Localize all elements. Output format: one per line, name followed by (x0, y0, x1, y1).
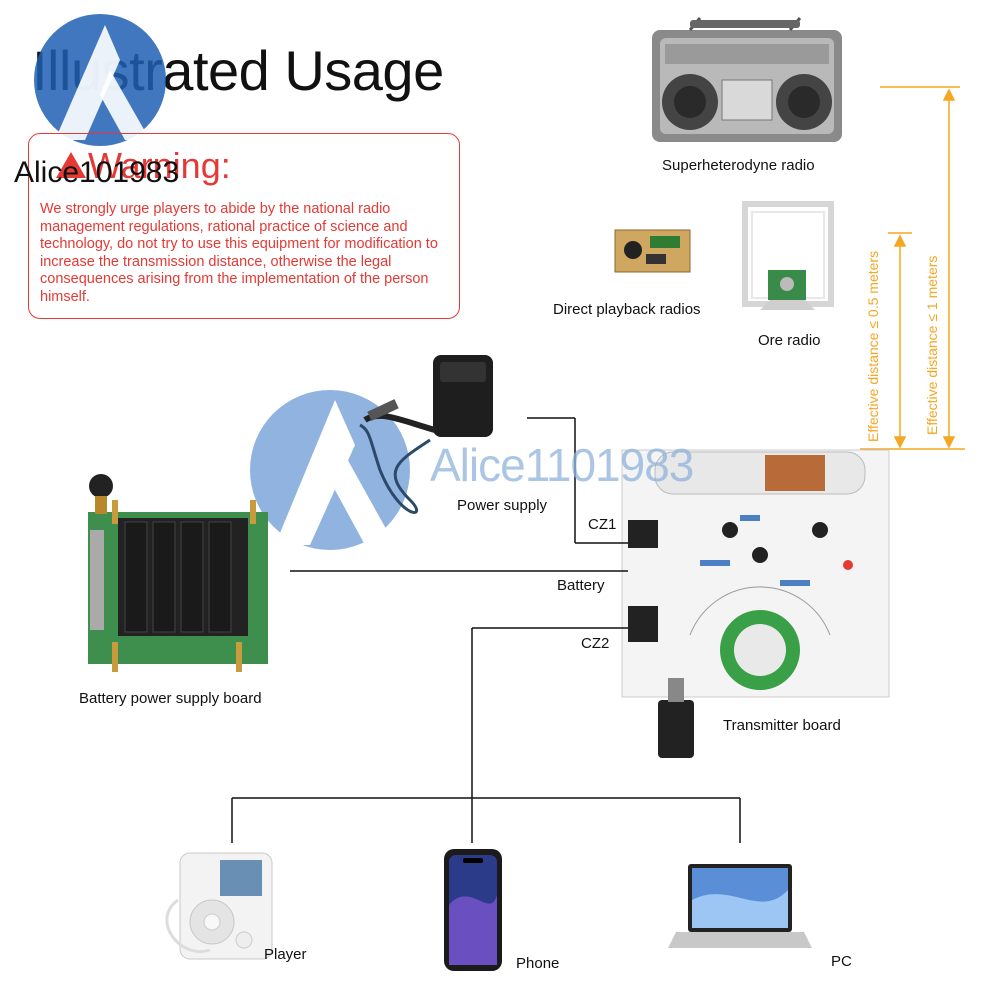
warning-text: We strongly urge players to abide by the… (40, 201, 438, 305)
watermark-logo-icon (34, 14, 166, 146)
watermark-text-large: Alice1101983 (430, 439, 694, 491)
warning-triangle-icon (56, 152, 86, 178)
watermark-center-icon (250, 390, 410, 550)
label-ore-radio: Ore radio (758, 332, 821, 349)
label-superheterodyne-radio: Superheterodyne radio (662, 157, 815, 174)
distance-brackets (860, 86, 965, 450)
label-cz2: CZ2 (581, 635, 610, 652)
label-distance-half-meter: Effective distance ≤ 0.5 meters (865, 250, 881, 442)
battery-board-icon (88, 474, 268, 672)
label-player: Player (264, 946, 307, 963)
label-battery: Battery (557, 577, 605, 594)
boombox-icon (652, 17, 842, 142)
label-direct-playback-radios: Direct playback radios (553, 301, 701, 318)
warning-heading: Warning: (88, 145, 231, 186)
playback-radio-board-icon (614, 229, 691, 273)
label-cz1: CZ1 (588, 516, 617, 533)
warning-box (28, 133, 460, 319)
power-adapter-icon (359, 355, 493, 514)
label-battery-power-supply-board: Battery power supply board (79, 690, 262, 707)
label-transmitter-board: Transmitter board (723, 717, 841, 734)
label-power-supply: Power supply (457, 497, 548, 514)
transmitter-board-icon (621, 449, 890, 758)
mp3-player-icon (165, 852, 273, 960)
watermark-text-small: Alice101983 (14, 156, 180, 189)
label-pc: PC (831, 953, 852, 970)
laptop-icon (668, 864, 812, 948)
smartphone-icon (444, 849, 502, 971)
ore-radio-icon (742, 201, 834, 310)
label-phone: Phone (516, 955, 560, 972)
label-distance-one-meter: Effective distance ≤ 1 meters (924, 255, 940, 435)
connection-lines (231, 417, 741, 843)
